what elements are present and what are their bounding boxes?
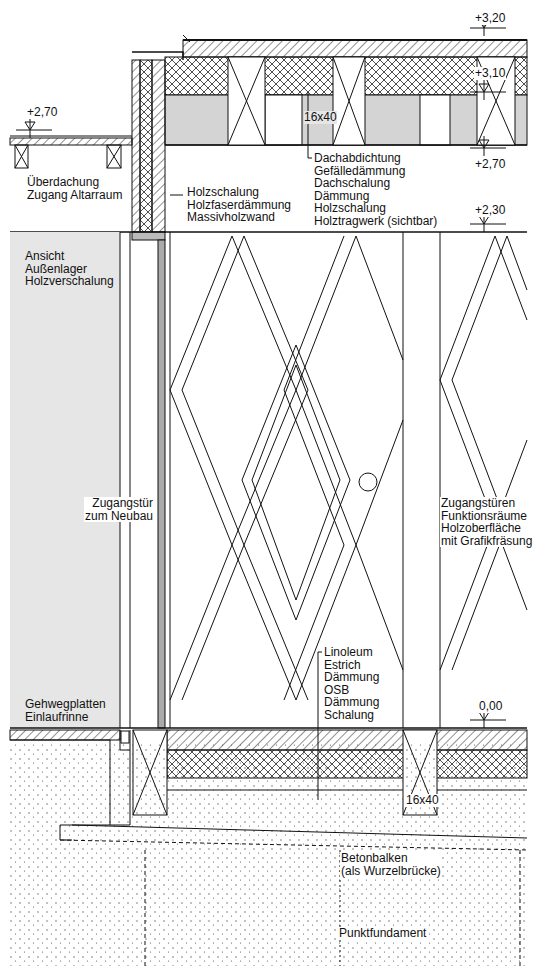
- level-mark: [470, 136, 506, 156]
- level-value: +3,10: [474, 67, 506, 80]
- layer-label: Holzschalung Holzfaserdämmung Massivholz…: [186, 186, 292, 224]
- part-label: Zugangstüren Funktionsräume Holzoberfläc…: [440, 497, 533, 547]
- level-value: +2,30: [474, 204, 506, 217]
- part-label: Ansicht Außenlager Holzverschalung: [25, 250, 114, 288]
- part-label: Betonbalken (als Wurzelbrücke): [340, 852, 442, 877]
- part-label: Punktfundament: [338, 927, 427, 940]
- layer-label: Dachabdichtung Gefälledämmung Dachschalu…: [313, 152, 438, 228]
- part-label: Gehwegplatten Einlaufrinne: [25, 698, 106, 723]
- beam-size: 16x40: [405, 794, 440, 807]
- layer-label: Linoleum Estrich Dämmung OSB Dämmung Sch…: [323, 646, 380, 722]
- level-value: +3,20: [474, 12, 506, 25]
- level-mark: [16, 118, 52, 138]
- part-label: Überdachung Zugang Altarraum: [26, 176, 123, 201]
- level-mark: [470, 80, 506, 100]
- level-value: 0,00: [478, 700, 503, 713]
- beam-size: 16x40: [304, 111, 337, 124]
- part-label: Zugangstür zum Neubau: [84, 497, 154, 522]
- level-value: +2,70: [474, 158, 506, 171]
- level-value: +2,70: [26, 106, 58, 119]
